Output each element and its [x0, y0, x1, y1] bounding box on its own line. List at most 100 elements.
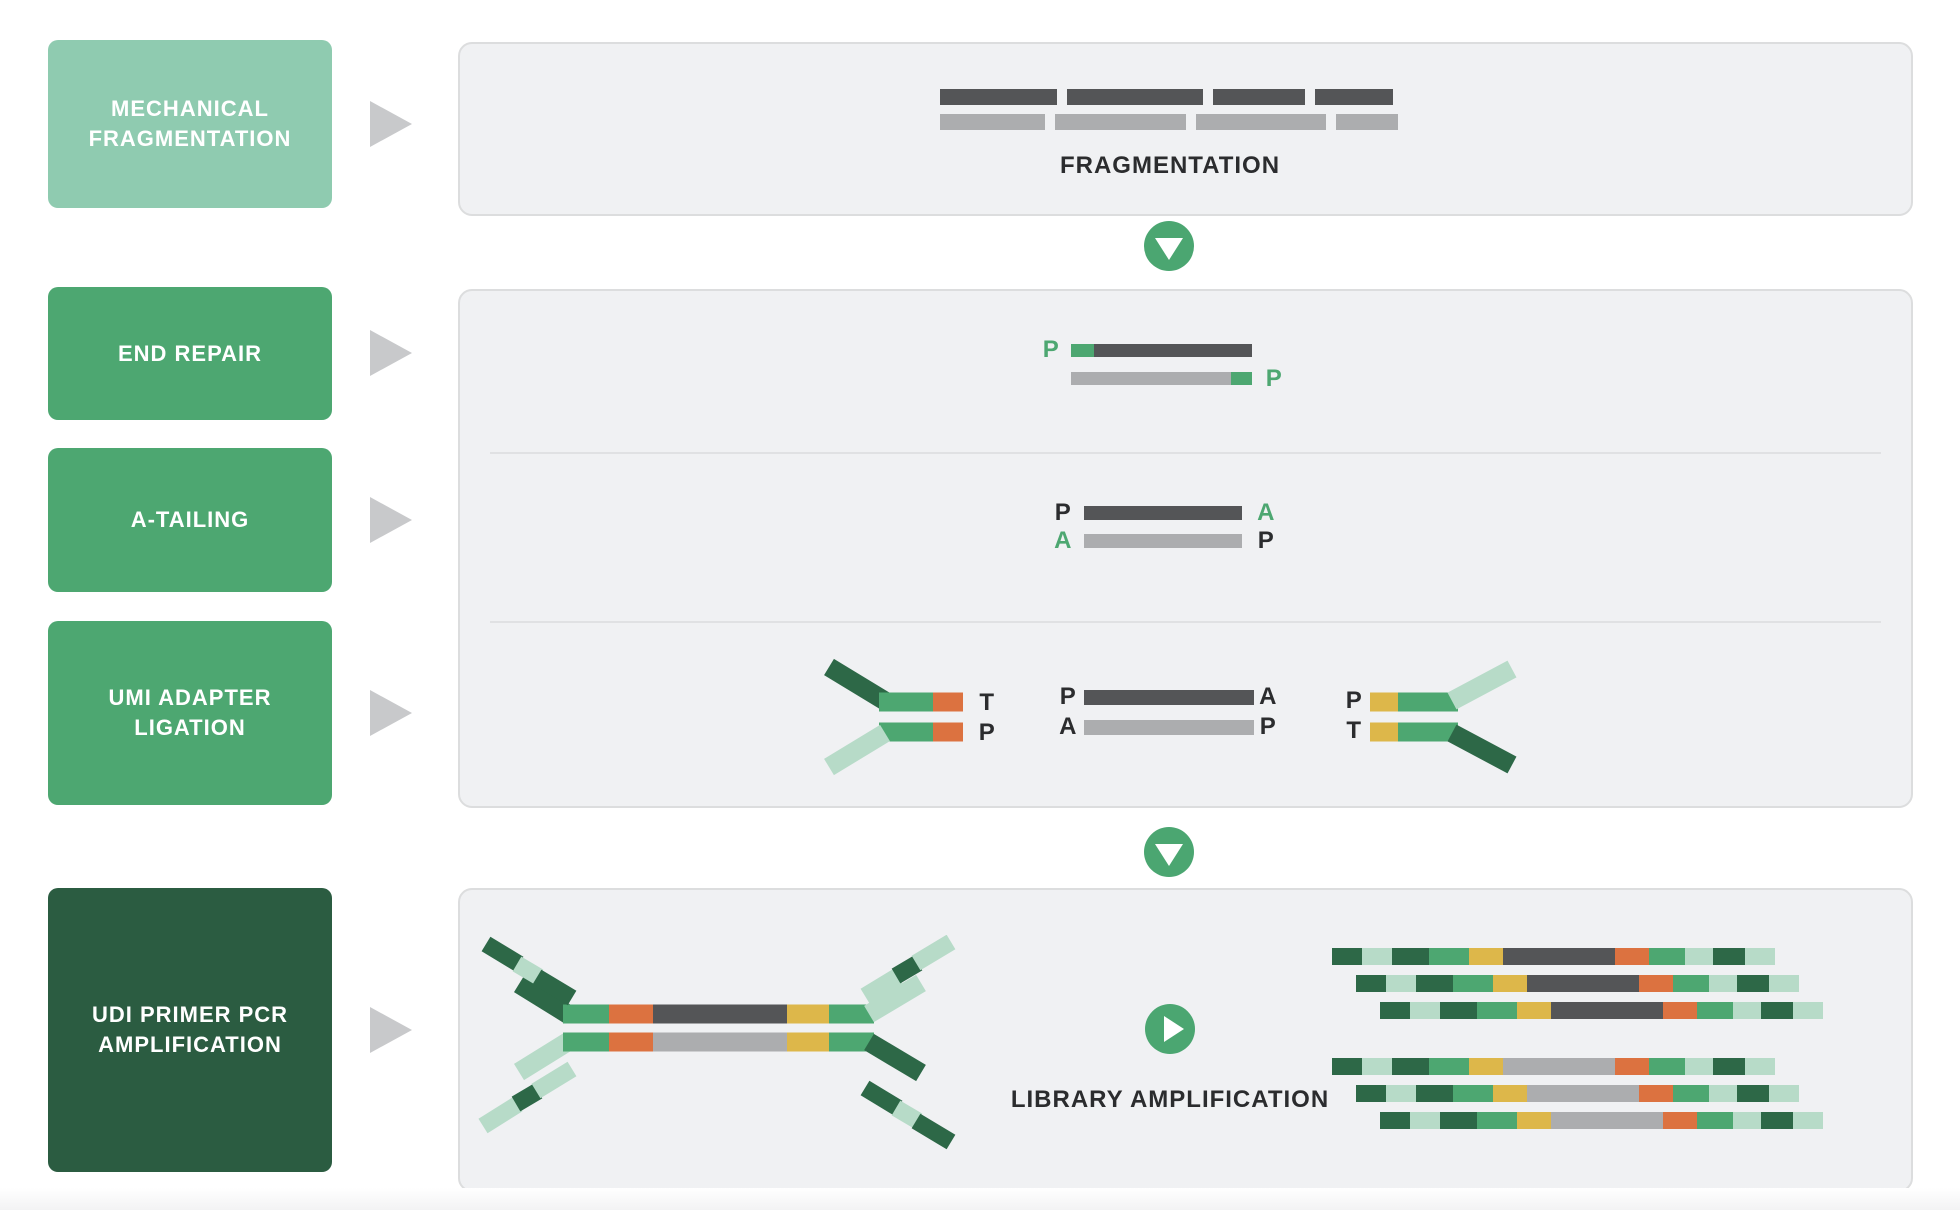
down-triangle-icon — [1155, 844, 1183, 866]
dna-segment-lg — [1745, 948, 1775, 965]
dna-segment-yl — [1469, 948, 1503, 965]
panel-end-repair-atailing-ligation: P P P A A P T P P A A P P T — [458, 289, 1913, 808]
play-arrow-icon — [1145, 1004, 1195, 1054]
amplified-copies-top-strand — [1332, 948, 1823, 1029]
dna-segment-lg — [1769, 975, 1799, 992]
caption-library-amplification: LIBRARY AMPLIFICATION — [1010, 1086, 1330, 1113]
amplified-read — [1356, 1085, 1823, 1102]
dna-segment-yl — [1517, 1112, 1551, 1129]
dna-segment-lt — [1055, 114, 1186, 130]
insert-bottom-strand — [1084, 720, 1254, 735]
phosphate-label: P — [1257, 527, 1275, 554]
dna-segment-dk — [1551, 1002, 1663, 1019]
dna-segment-or — [1615, 1058, 1649, 1075]
page-bottom-edge — [0, 1188, 1960, 1210]
dna-segment-dg — [1737, 1085, 1769, 1102]
end-repaired-top-strand — [1071, 344, 1252, 357]
dna-segment-lt — [1336, 114, 1398, 130]
dna-segment-mg — [1453, 975, 1493, 992]
dna-segment-dg — [1737, 975, 1769, 992]
dna-segment-dg — [1332, 1058, 1362, 1075]
dna-segment-mg — [1477, 1002, 1517, 1019]
dna-segment-dg — [1356, 975, 1386, 992]
panel-fragmentation: FRAGMENTATION — [458, 42, 1913, 216]
insert-top-strand — [1084, 690, 1254, 705]
dna-segment-lg — [1709, 975, 1737, 992]
umi-adapter-left — [824, 658, 963, 776]
dna-segment-mg — [1673, 1085, 1709, 1102]
amplified-read — [1380, 1002, 1823, 1019]
dna-segment-lg — [1733, 1002, 1761, 1019]
dna-segment-lg — [1386, 1085, 1416, 1102]
dna-segment-yl — [1517, 1002, 1551, 1019]
dna-segment-dg — [1356, 1085, 1386, 1102]
dna-segment-mg — [1673, 975, 1709, 992]
dna-segment-lg — [1769, 1085, 1799, 1102]
dna-segment-dg — [1761, 1002, 1793, 1019]
t-overhang-label: T — [1346, 717, 1362, 744]
caption-fragmentation: FRAGMENTATION — [1059, 152, 1281, 179]
step-box-udi-primer-pcr: UDI PRIMER PCR AMPLIFICATION — [48, 888, 332, 1172]
step-box-umi-adapter-ligation: UMI ADAPTER LIGATION — [48, 621, 332, 805]
dna-segment-lt — [940, 114, 1045, 130]
dna-segment-yl — [1493, 975, 1527, 992]
pointer-triangle-icon — [370, 101, 412, 147]
panel-library-amplification: LIBRARY AMPLIFICATION — [458, 888, 1913, 1192]
pointer-triangle-icon — [370, 330, 412, 376]
dna-segment-lt — [1527, 1085, 1639, 1102]
dna-segment-mg — [1231, 372, 1252, 385]
dna-segment-mg — [1649, 948, 1685, 965]
amplified-read — [1356, 975, 1823, 992]
pointer-triangle-icon — [370, 690, 412, 736]
dna-segment-lg — [1410, 1002, 1440, 1019]
dna-segment-lg — [1733, 1112, 1761, 1129]
dna-segment-dk — [1527, 975, 1639, 992]
dna-segment-lg — [1793, 1112, 1823, 1129]
phosphate-label: P — [978, 719, 996, 746]
dna-segment-mg — [1697, 1112, 1733, 1129]
pointer-triangle-icon — [370, 497, 412, 543]
step-label: UDI PRIMER PCR AMPLIFICATION — [91, 1002, 289, 1057]
dna-segment-dk — [1084, 506, 1242, 520]
dna-segment-lg — [1362, 1058, 1392, 1075]
a-overhang-label: A — [1059, 713, 1077, 740]
section-divider — [490, 621, 1881, 623]
pointer-triangle-icon — [370, 1007, 412, 1053]
amplified-read — [1332, 948, 1823, 965]
step-label: UMI ADAPTER LIGATION — [108, 685, 272, 740]
dna-segment-dg — [1713, 1058, 1745, 1075]
step-box-mechanical-fragmentation: MECHANICAL FRAGMENTATION — [48, 40, 332, 208]
step-label: MECHANICAL FRAGMENTATION — [88, 96, 292, 151]
dna-segment-or — [1663, 1002, 1697, 1019]
end-repaired-bottom-strand — [1071, 372, 1252, 385]
dna-segment-dg — [1332, 948, 1362, 965]
dna-segment-lt — [1196, 114, 1326, 130]
fragmented-dna-bottom-strand — [940, 114, 1398, 130]
phosphate-label: P — [1265, 365, 1283, 392]
dna-segment-dk — [1094, 344, 1252, 357]
dna-segment-mg — [1429, 948, 1469, 965]
dna-segment-or — [1615, 948, 1649, 965]
dna-segment-dg — [1392, 948, 1429, 965]
dna-segment-lt — [1503, 1058, 1615, 1075]
section-divider — [490, 452, 1881, 454]
dna-segment-lg — [1685, 1058, 1713, 1075]
dna-segment-or — [1639, 1085, 1673, 1102]
amplified-read — [1380, 1112, 1823, 1129]
amplified-read — [1332, 1058, 1823, 1075]
dna-segment-lg — [1745, 1058, 1775, 1075]
phosphate-label: P — [1259, 713, 1277, 740]
step-box-a-tailing: A-TAILING — [48, 448, 332, 592]
dna-segment-lg — [1386, 975, 1416, 992]
dna-segment-dk — [1213, 89, 1305, 105]
step-label: A-TAILING — [130, 507, 250, 533]
dna-segment-dg — [1392, 1058, 1429, 1075]
dna-segment-mg — [1697, 1002, 1733, 1019]
dna-segment-dg — [1380, 1002, 1410, 1019]
a-overhang-label: A — [1257, 499, 1275, 526]
dna-segment-mg — [1649, 1058, 1685, 1075]
fragmented-dna-top-strand — [940, 89, 1393, 105]
amplified-copies-bottom-strand — [1332, 1058, 1823, 1139]
dna-segment-lt — [1084, 534, 1242, 548]
